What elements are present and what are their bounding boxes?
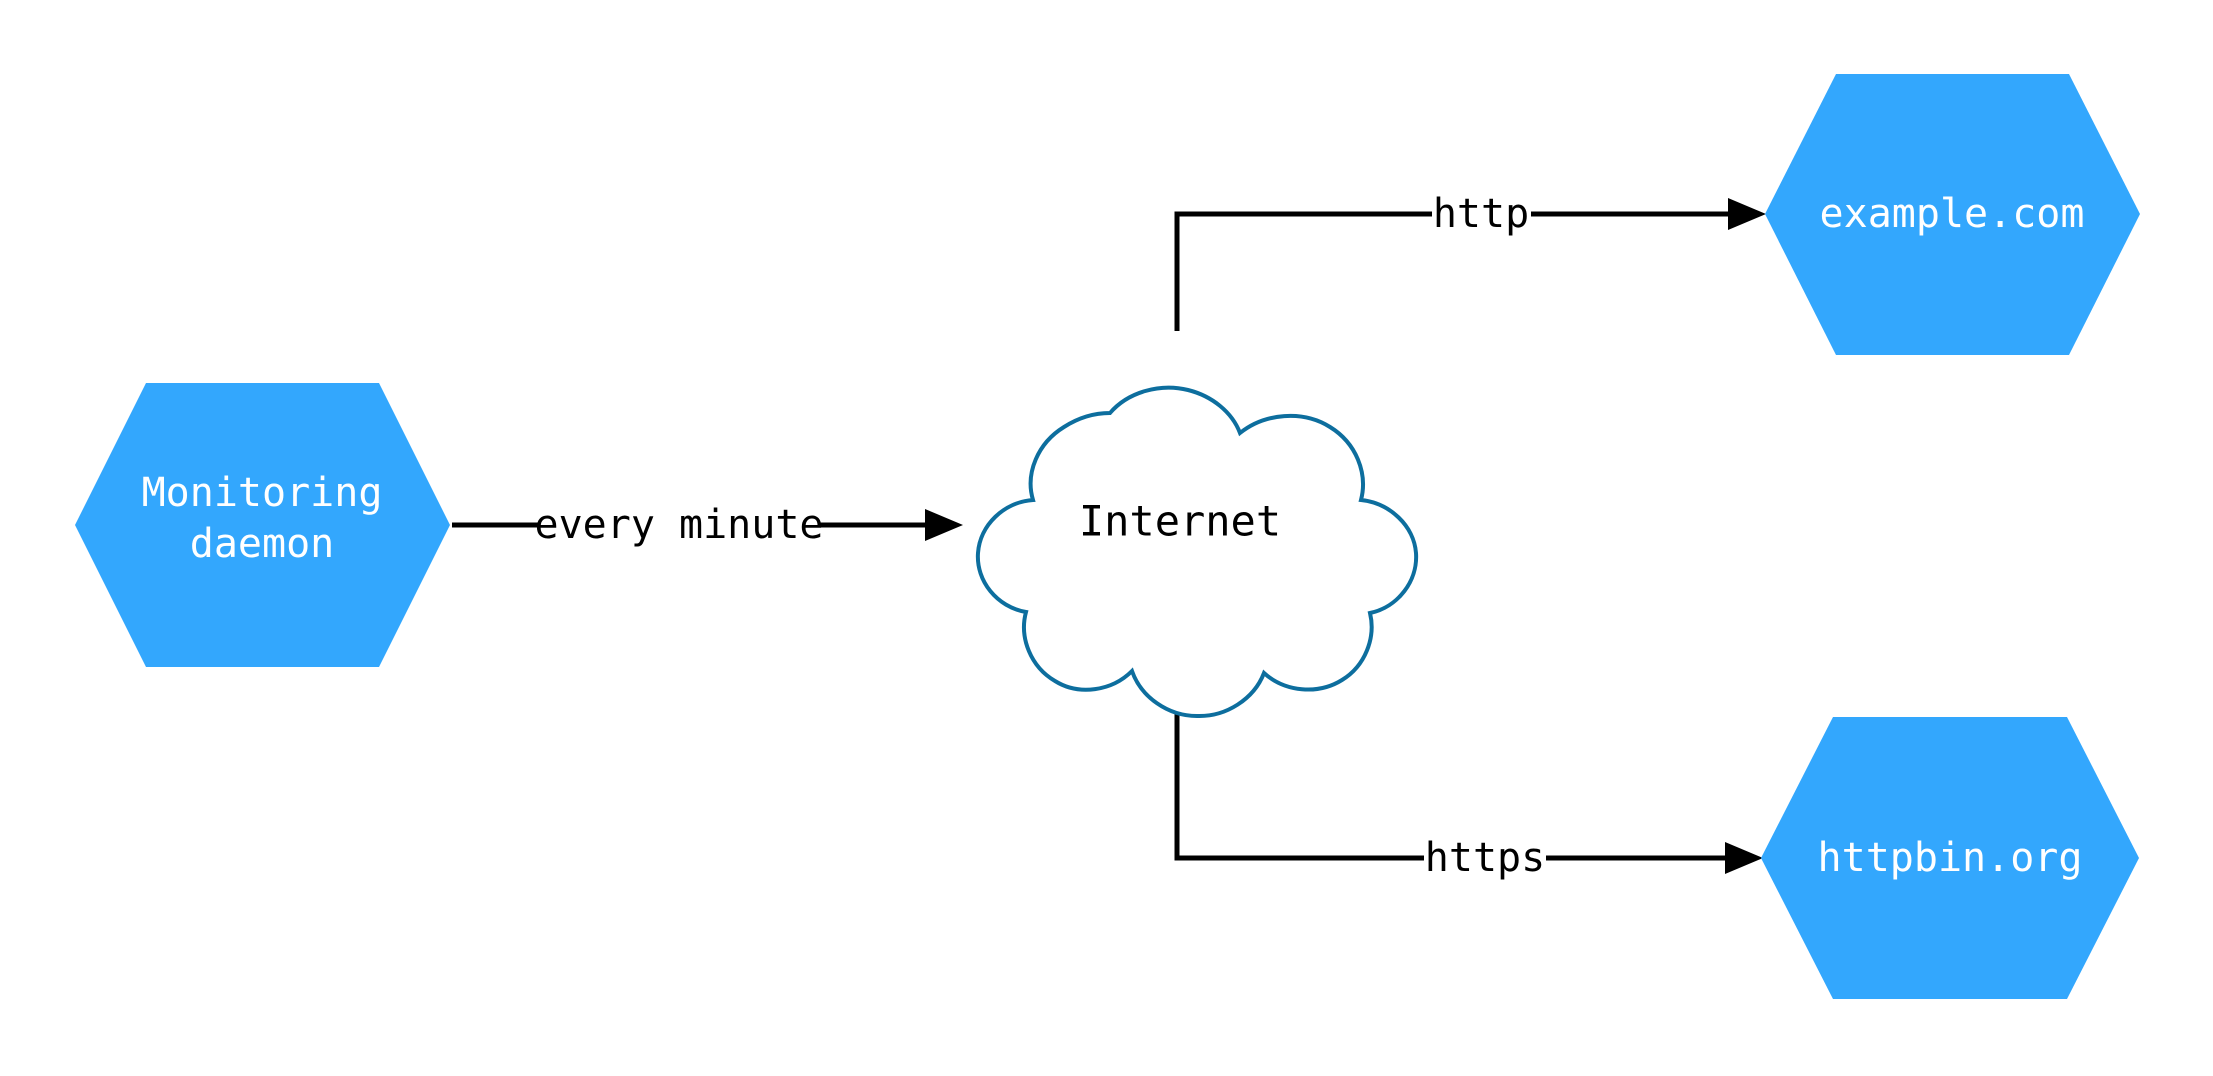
edge-internet-to-httpbin[interactable]: https <box>1174 712 1763 883</box>
node-monitoring-daemon[interactable]: Monitoring daemon <box>75 383 450 667</box>
edge-label-http: http <box>1433 191 1529 237</box>
arrowhead-icon-https <box>1725 842 1763 874</box>
edge-line-http <box>1174 211 1748 331</box>
node-label-example-com: example.com <box>1820 191 2085 237</box>
edge-daemon-to-internet[interactable]: every minute <box>452 500 963 550</box>
edge-internet-to-example[interactable]: http <box>1174 189 1766 331</box>
node-example-com[interactable]: example.com <box>1765 74 2140 355</box>
node-internet[interactable]: Internet <box>975 385 1419 719</box>
node-label-internet: Internet <box>1079 497 1281 546</box>
node-label-monitoring-daemon-line1: Monitoring <box>142 470 383 516</box>
arrowhead-icon-every-minute <box>925 509 963 541</box>
node-httpbin-org[interactable]: httpbin.org <box>1761 717 2139 999</box>
edge-label-backdrop <box>1432 189 1531 239</box>
hexagon-shape-monitoring-daemon <box>75 383 450 667</box>
edge-label-https: https <box>1425 835 1545 881</box>
edge-label-backdrop <box>1424 833 1546 883</box>
edge-label-every-minute: every minute <box>535 502 824 548</box>
hexagon-shape-httpbin-org <box>1761 717 2139 999</box>
node-label-httpbin-org: httpbin.org <box>1818 835 2083 881</box>
node-label-monitoring-daemon-line2: daemon <box>190 521 335 567</box>
edge-label-backdrop <box>540 500 818 550</box>
hexagon-shape-example-com <box>1765 74 2140 355</box>
arrowhead-icon-http <box>1728 198 1766 230</box>
cloud-shape-internet <box>975 385 1419 719</box>
edge-line-https <box>1174 712 1745 861</box>
